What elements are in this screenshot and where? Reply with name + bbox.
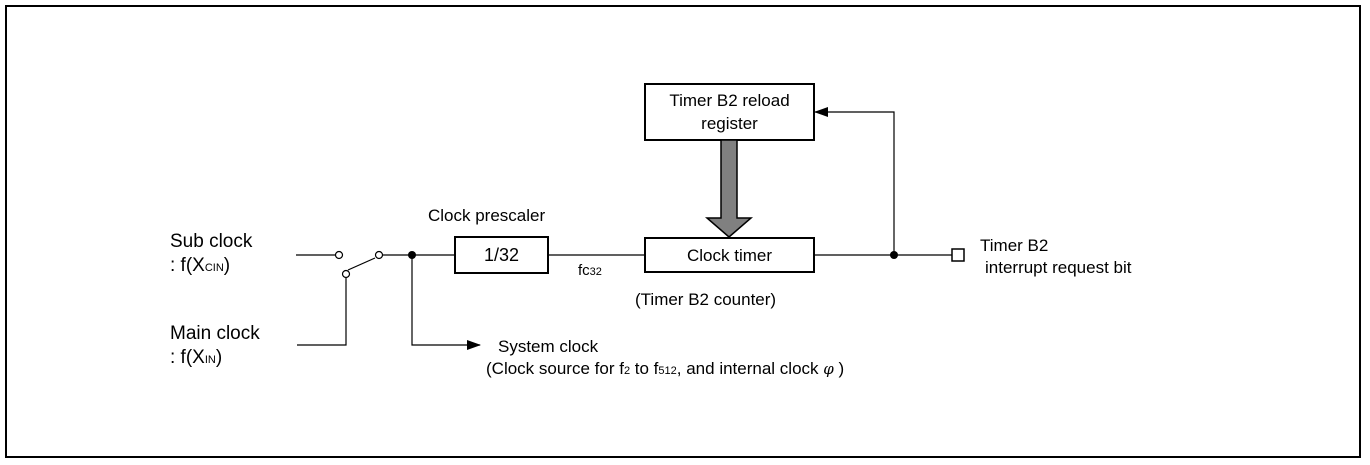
system-clock-description: (Clock source for f2 to f512, and intern… [486, 359, 845, 378]
prescaler-box [454, 236, 549, 274]
diagram-frame [5, 5, 1361, 458]
fc32-label: fc32 [578, 262, 602, 279]
switch-contact-common [374, 250, 384, 260]
system-clock-title: System clock [498, 337, 599, 356]
reload-register-line2: register [701, 114, 758, 133]
clock-timer-label: Clock timer [686, 246, 772, 265]
clock-timer-box [644, 237, 815, 273]
switch-blade [347, 257, 376, 271]
switch-contact-sub [334, 250, 344, 260]
prescaler-value: 1/32 [483, 245, 520, 265]
reload-transfer-arrow [704, 139, 754, 238]
reload-feedback-wire [814, 107, 895, 255]
prescaler-title: Clock prescaler [428, 206, 546, 225]
system-clock-wire [411, 255, 481, 350]
main-clock-wire [297, 278, 347, 346]
reload-register-line1: Timer B2 reload [669, 91, 790, 110]
interrupt-line2: interrupt request bit [985, 258, 1132, 277]
reload-register-box [644, 83, 815, 141]
interrupt-line1: Timer B2 [980, 236, 1049, 255]
switch-contact-main [341, 269, 351, 279]
sub-clock-function: : f(XCIN) [170, 255, 231, 276]
sub-clock-label: Sub clock [170, 231, 253, 252]
main-clock-function: : f(XIN) [170, 347, 223, 368]
main-clock-label: Main clock [170, 323, 260, 344]
interrupt-bit-square [951, 248, 965, 262]
clock-timer-caption: (Timer B2 counter) [635, 290, 777, 309]
